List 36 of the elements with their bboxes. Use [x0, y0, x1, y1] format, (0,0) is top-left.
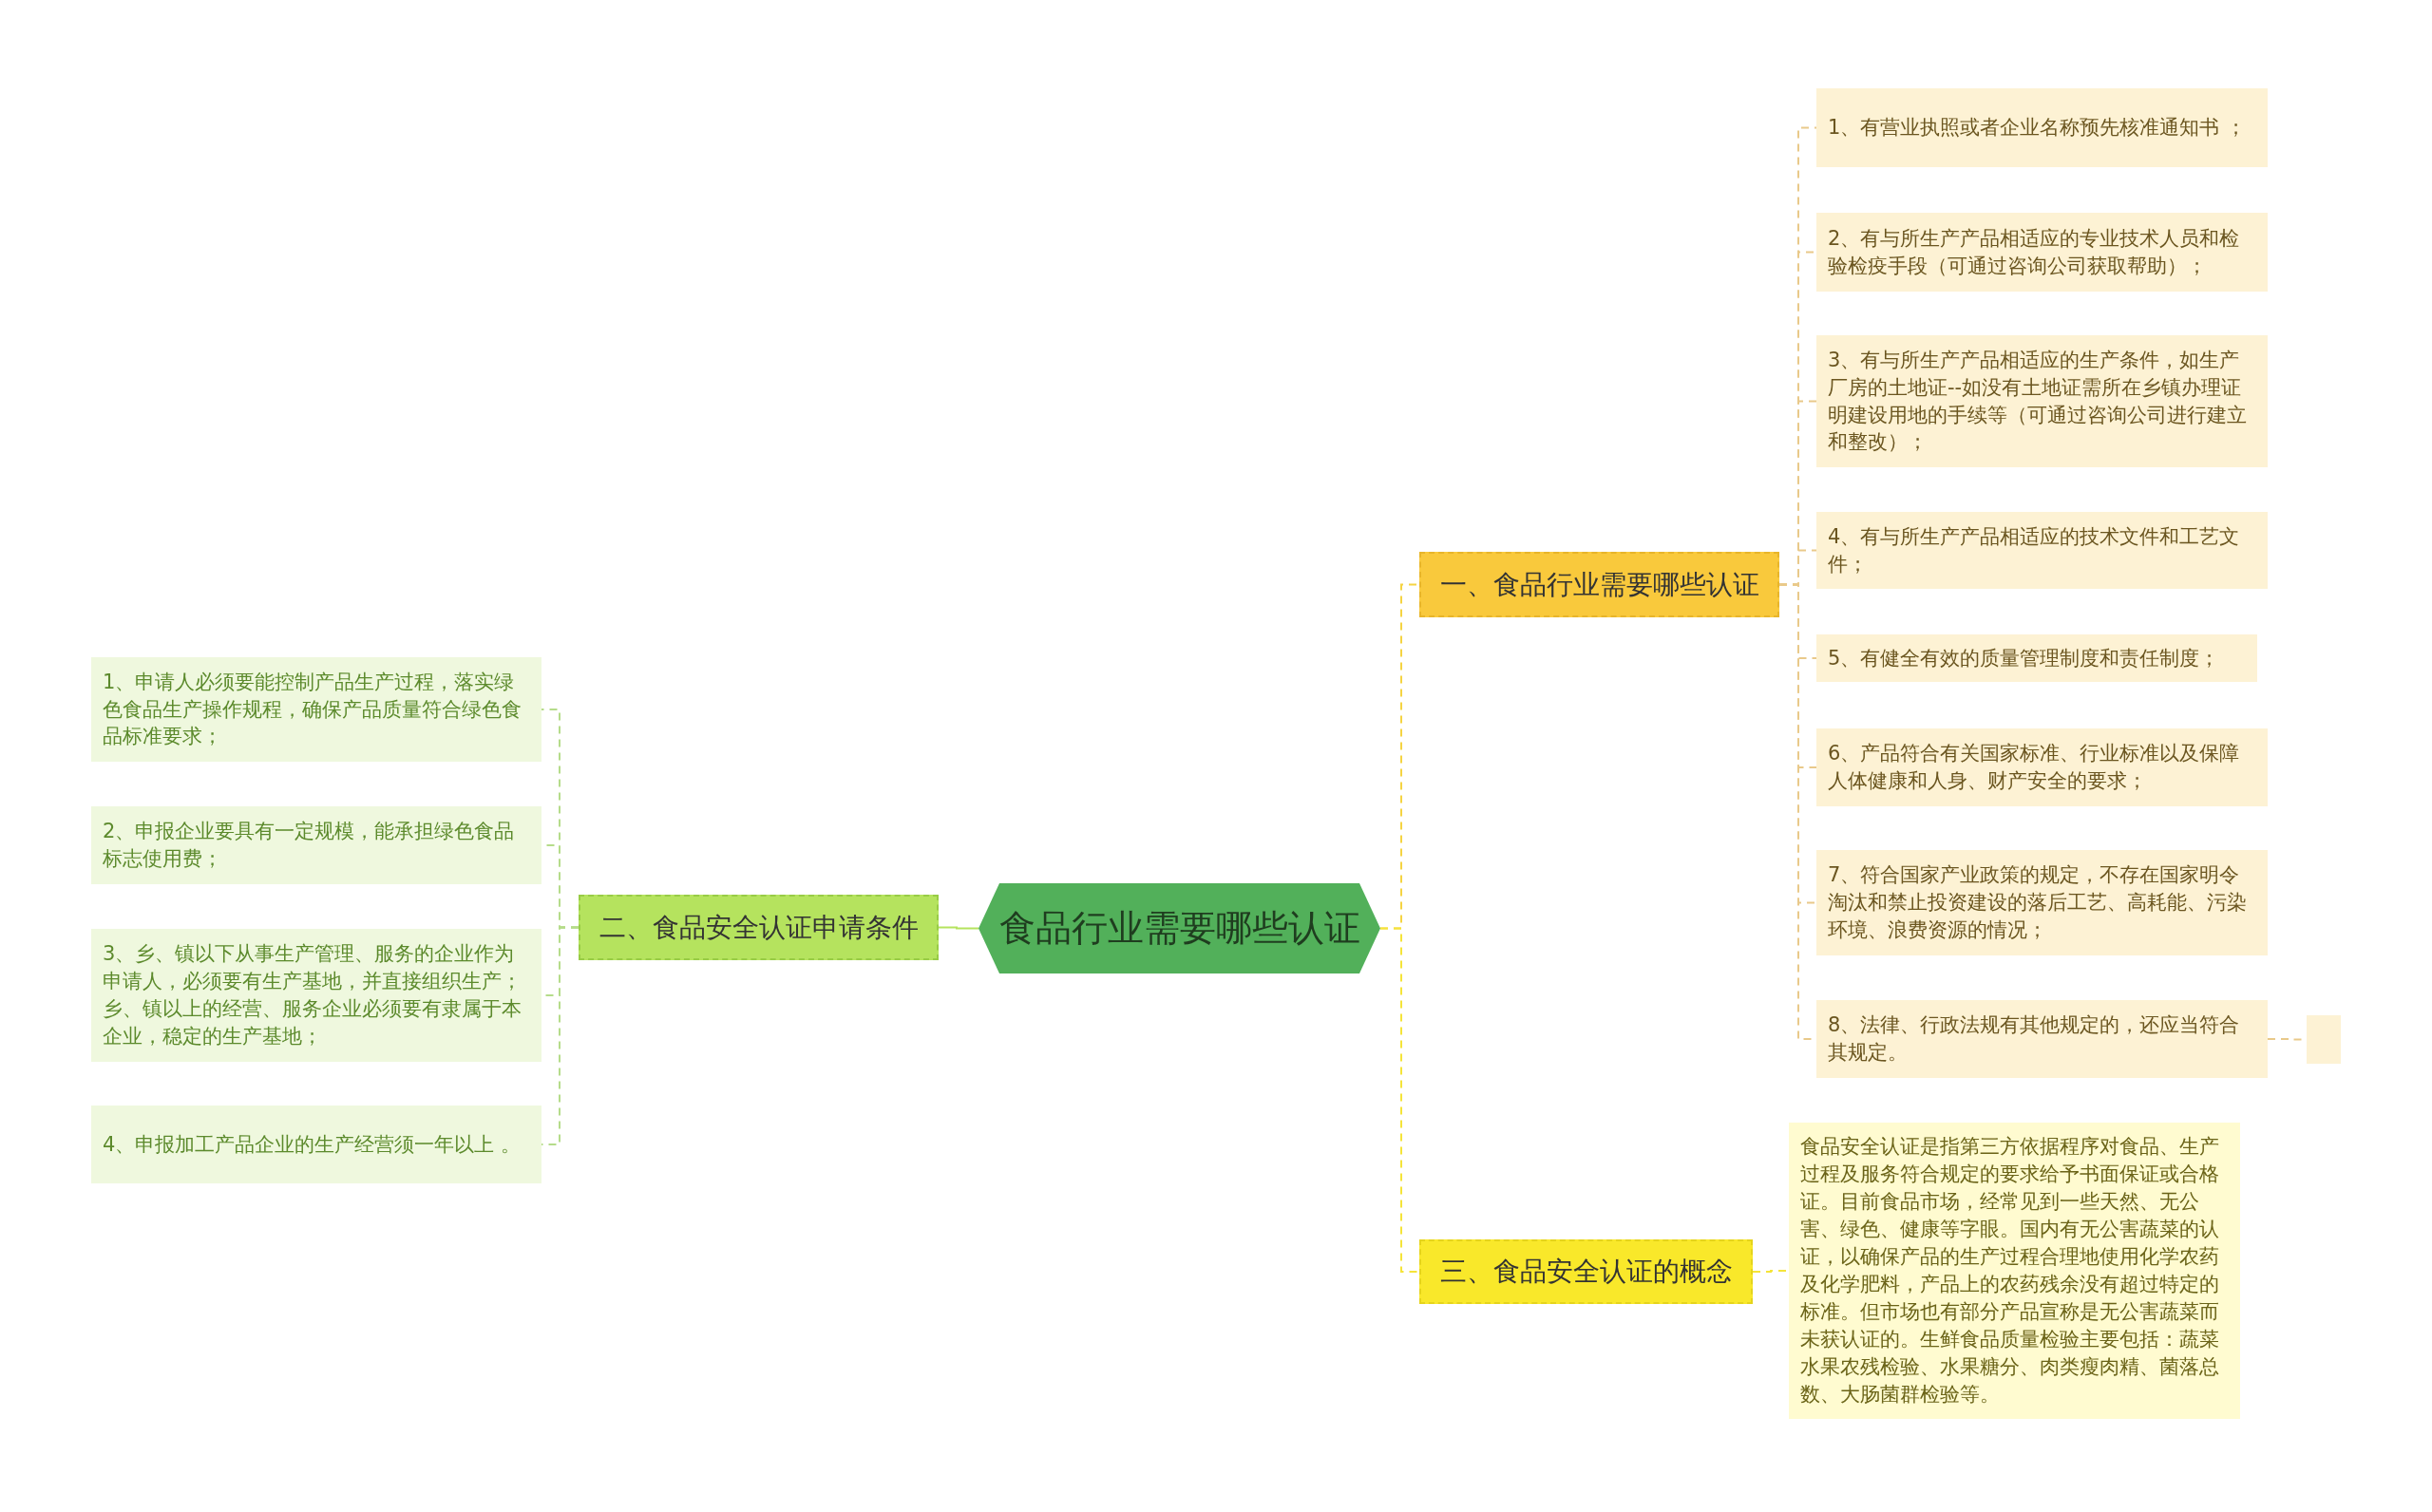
leaf-topic-box: [1816, 634, 2257, 682]
leaf-topic-box: [91, 806, 542, 884]
empty-box: [2307, 1015, 2341, 1064]
leaf-text: 3、乡、镇以下从事生产管理、服务的企业作为申请人，必须要有生产基地，并直接组织生产；乡、镇以上的经营、服务企业必须要有隶属于本企业，稳定的生产基地；: [103, 941, 522, 1049]
connector-line: [1379, 927, 1420, 1273]
leaf-topic-box: [1816, 88, 2268, 167]
root-topic-hexagon: [978, 883, 1380, 973]
leaf-text: 1、有营业执照或者企业名称预先核准通知书 ；: [1828, 115, 2247, 141]
branch-topic-box: [579, 895, 939, 960]
leaf-text: 7、符合国家产业政策的规定，不存在国家明令淘汰和禁止投资建设的落后工艺、高耗能、污染环境、浪费资源的情况；: [1828, 862, 2248, 943]
branch-topic-box: [1419, 1239, 1753, 1304]
leaf-text: 食品安全认证是指第三方依据程序对食品、生产过程及服务符合规定的要求给予书面保证或合格证。目前食品市场，经常见到一些天然、无公害、绿色、健康等字眼。国内有无公害蔬菜的认证，以确保产品的生产过程合理地使用化学农药及化学肥料，产品上的农药残余没有超过特定的标准。但市场也有部分产品宣称是无公害蔬菜而未获认证的。生鲜食品质量检验主要包括：蔬菜水果农残检验、水果糖分、肉类瘦肉精、菌落总数、大肠菌群检验等。: [1800, 1134, 2220, 1408]
leaf-text: 8、法律、行政法规有其他规定的，还应当符合其规定。: [1828, 1012, 2241, 1066]
leaf-text: 2、有与所生产产品相适应的专业技术人员和检验检疫手段（可通过咨询公司获取帮助）；: [1828, 225, 2241, 279]
leaf-text: 5、有健全有效的质量管理制度和责任制度；: [1828, 645, 2220, 671]
root-title: 食品行业需要哪些认证: [998, 906, 1360, 951]
branch-title: 一、食品行业需要哪些认证: [1439, 568, 1759, 601]
leaf-topic-box: [1816, 1000, 2268, 1078]
branch-title: 三、食品安全认证的概念: [1439, 1256, 1733, 1288]
leaf-topic-box: [91, 1106, 542, 1183]
leaf-text: 3、有与所生产产品相适应的生产条件，如生产厂房的土地证--如没有土地证需所在乡镇办理证明建设用地的手续等（可通过咨询公司进行建立和整改）；: [1828, 347, 2248, 456]
branch-title: 二、食品安全认证申请条件: [598, 911, 919, 944]
leaf-topic-box: [1816, 850, 2268, 955]
leaf-topic-box: [91, 929, 542, 1062]
branch-topic-box: [1419, 552, 1779, 617]
leaf-text: 1、申请人必须要能控制产品生产过程，落实绿色食品生产操作规程，确保产品质量符合绿色食品标准要求；: [103, 669, 522, 750]
leaf-topic-box: [1816, 213, 2268, 292]
leaf-text: 4、有与所生产产品相适应的技术文件和工艺文件；: [1828, 523, 2241, 577]
leaf-topic-box: [1816, 728, 2268, 806]
leaf-topic-box: [91, 657, 542, 762]
leaf-text: 2、申报企业要具有一定规模，能承担绿色食品标志使用费；: [103, 819, 516, 872]
leaf-text: 4、申报加工产品企业的生产经营须一年以上 。: [103, 1131, 522, 1158]
connector-line: [938, 926, 979, 930]
leaf-text: 6、产品符合有关国家标准、行业标准以及保障人体健康和人身、财产安全的要求；: [1828, 741, 2241, 794]
leaf-topic-box: [1816, 512, 2268, 589]
leaf-topic-box: [1816, 335, 2268, 467]
